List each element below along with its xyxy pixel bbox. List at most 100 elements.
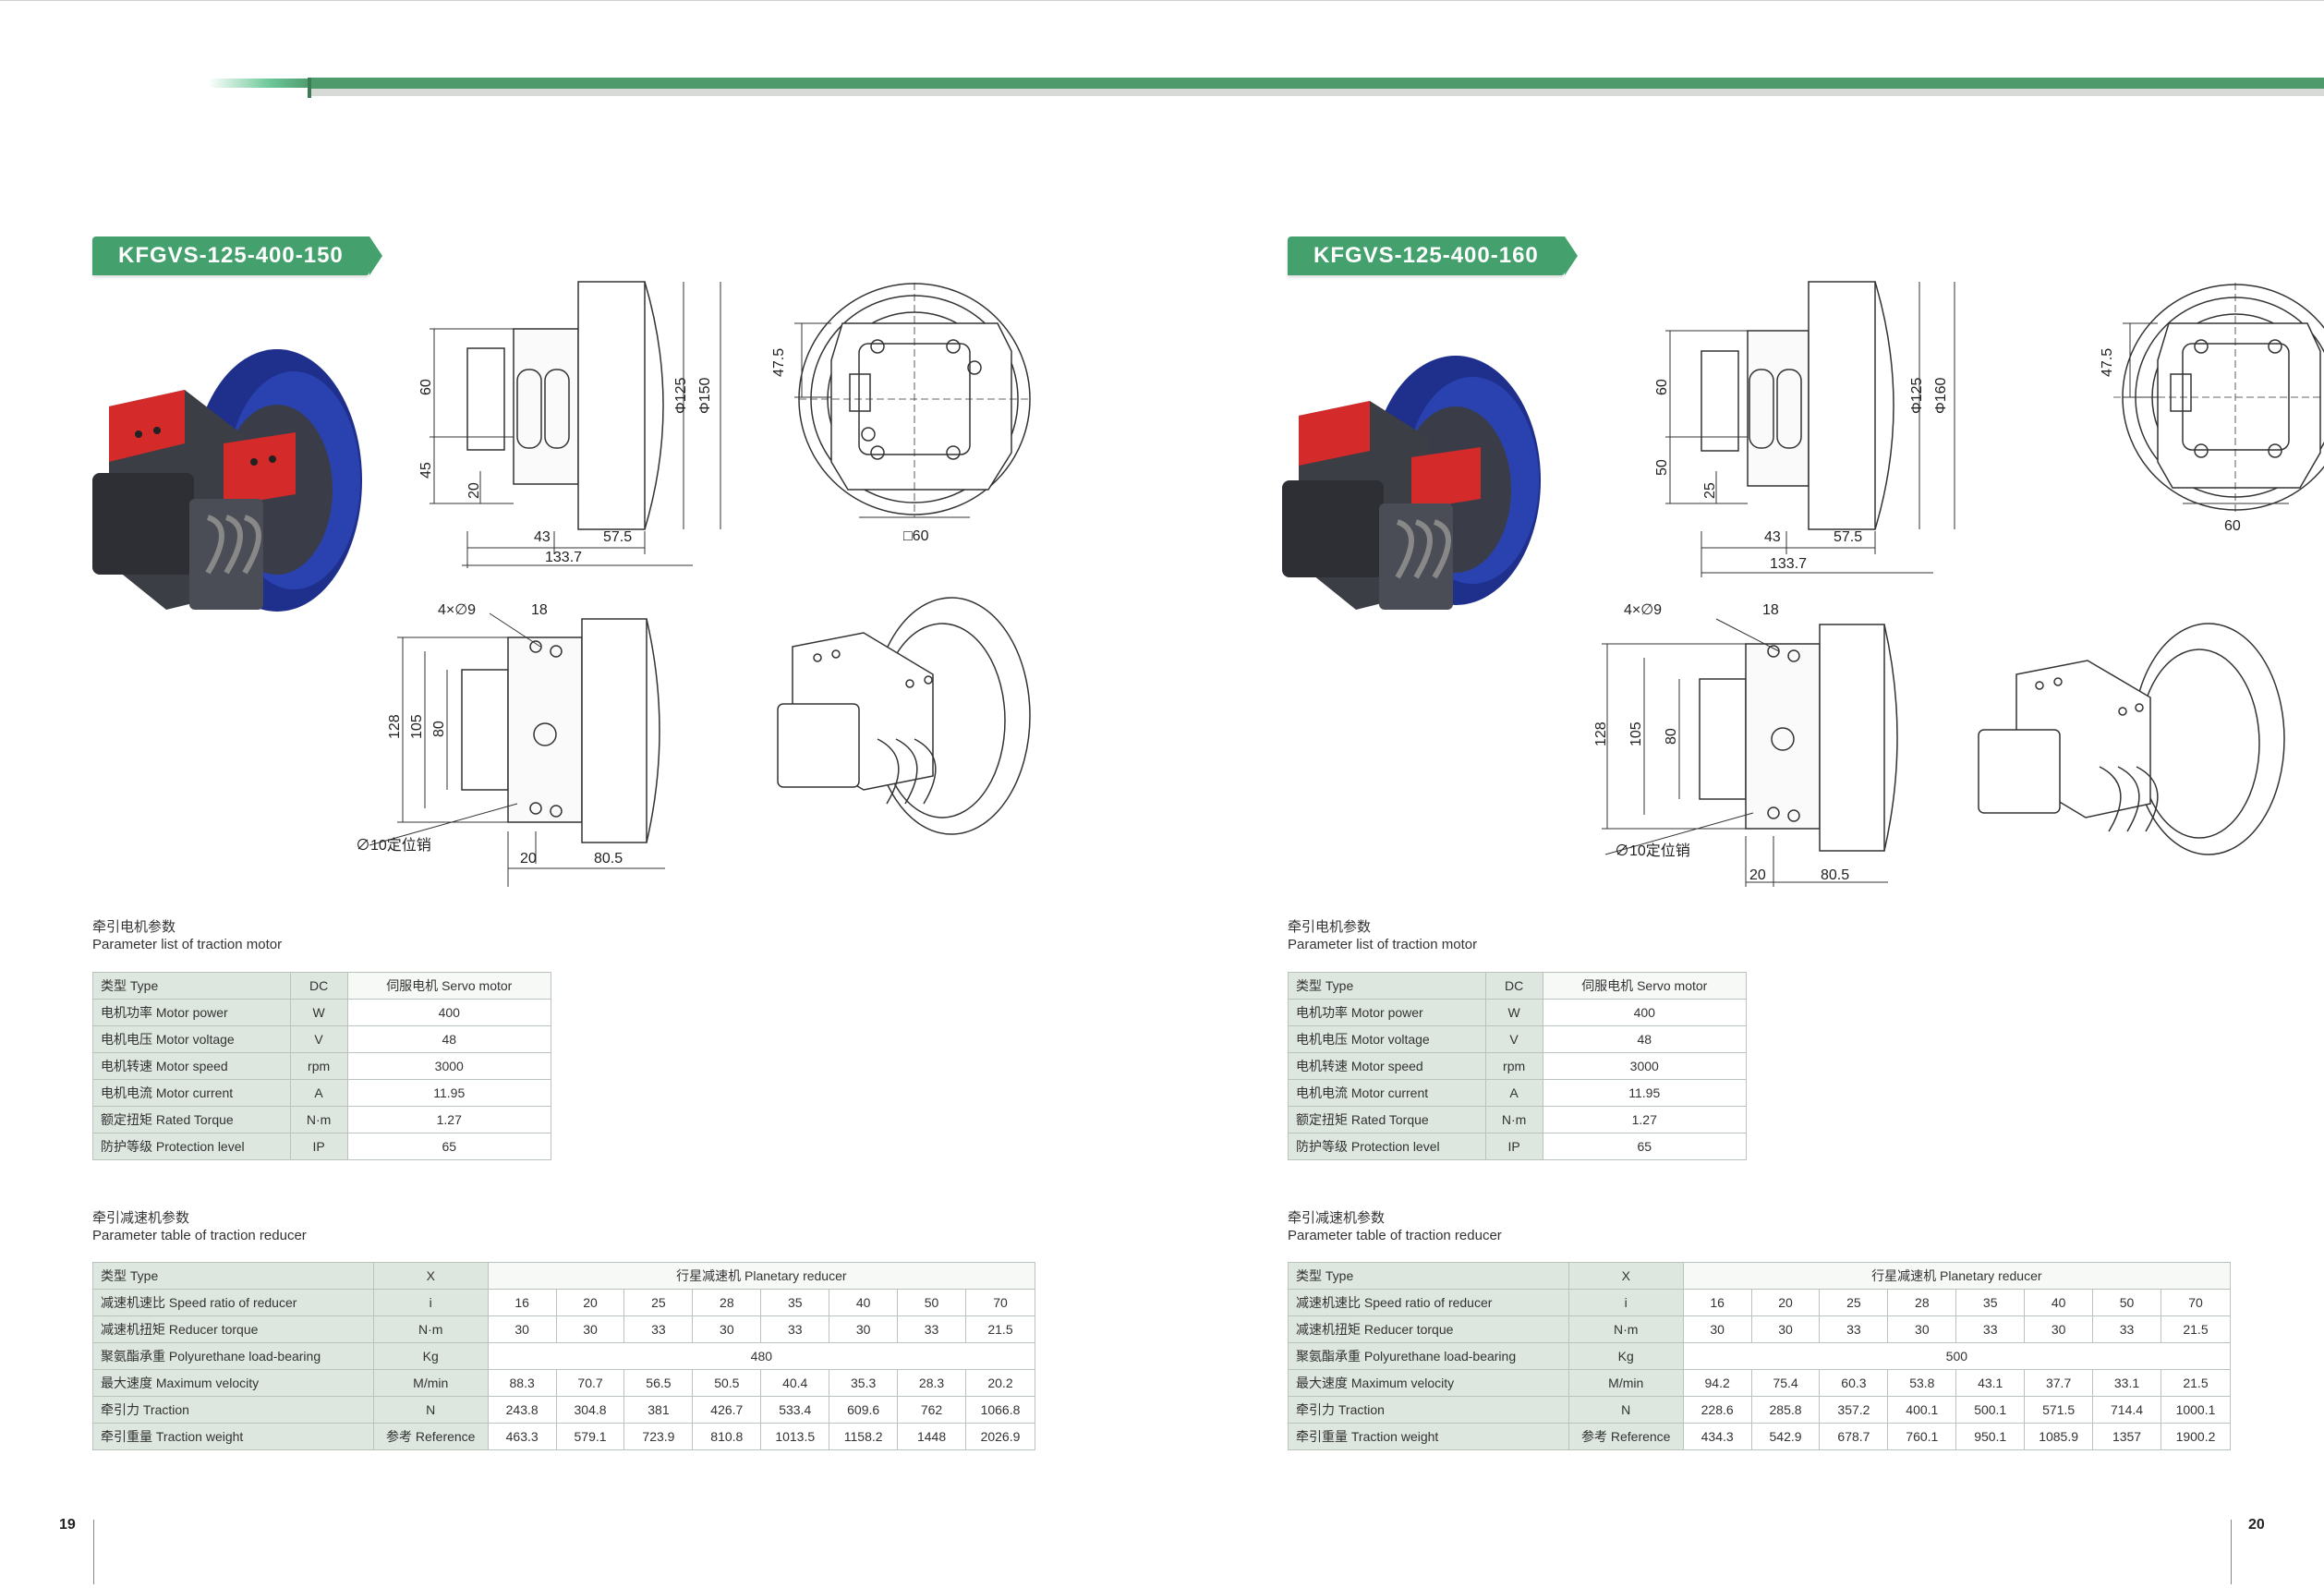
reducer-weight-row-value: 542.9 <box>1750 1423 1821 1450</box>
reducer-traction-row-value: 357.2 <box>1819 1396 1889 1424</box>
reducer-ratio-row-value: 35 <box>760 1289 830 1316</box>
reducer-ratio-row-value: 16 <box>1682 1289 1752 1316</box>
motor-param-unit: V <box>1484 1025 1543 1053</box>
reducer-type-row-label: 类型 Type <box>1288 1262 1569 1290</box>
dim-b20: 20 <box>520 851 537 867</box>
dim-b805: 80.5 <box>1821 867 1849 883</box>
page-right: KFGVS-125-400-160 <box>1162 0 2324 1588</box>
dim-w1337: 133.7 <box>545 550 582 565</box>
dim-d150: Φ150 <box>697 377 713 414</box>
reducer-velocity-row-value: 70.7 <box>555 1369 625 1397</box>
dim-w43: 43 <box>534 529 551 545</box>
motor-param-unit: IP <box>289 1133 348 1160</box>
reducer-type-row-unit: X <box>372 1262 489 1290</box>
reducer-weight-row-value: 1158.2 <box>829 1423 899 1450</box>
reducer-weight-row-value: 2026.9 <box>964 1423 1036 1450</box>
reducer-weight-row-value: 760.1 <box>1887 1423 1957 1450</box>
reducer-velocity-row-value: 33.1 <box>2092 1369 2161 1397</box>
reducer-type-row-label: 类型 Type <box>92 1262 374 1290</box>
dim-b20: 20 <box>1749 867 1766 883</box>
reducer-ratio-row-value: 20 <box>555 1289 625 1316</box>
reducer-ratio-row-value: 16 <box>487 1289 557 1316</box>
dim-holes: 4×∅9 <box>438 602 476 618</box>
reducer-traction-row-value: 400.1 <box>1887 1396 1957 1424</box>
reducer-traction-row-label: 牵引力 Traction <box>92 1396 374 1424</box>
reducer-ratio-row-value: 35 <box>1955 1289 2026 1316</box>
reducer-torque-row-value: 33 <box>1955 1315 2026 1343</box>
reducer-weight-row-unit: 参考 Reference <box>1567 1423 1684 1450</box>
reducer-torque-row-unit: N·m <box>1567 1315 1684 1343</box>
motor-param-label: 额定扭矩 Rated Torque <box>92 1106 291 1133</box>
motor-param-value: 3000 <box>1542 1052 1748 1080</box>
reducer-traction-row-unit: N <box>1567 1396 1684 1424</box>
reducer-torque-row-value: 30 <box>487 1315 557 1343</box>
reducer-weight-row-value: 1013.5 <box>760 1423 830 1450</box>
motor-param-unit: W <box>1484 999 1543 1026</box>
reducer-type-row-value: 行星减速机 Planetary reducer <box>487 1262 1036 1290</box>
isometric-view <box>1978 623 2285 855</box>
reducer-type-row-unit: X <box>1567 1262 1684 1290</box>
reducer-torque-row-value: 33 <box>897 1315 966 1343</box>
side-view-labels: 60 45 20 Φ125 Φ150 43 57.5 133.7 <box>418 377 713 565</box>
page-number: 20 <box>2248 1517 2265 1533</box>
reducer-weight-row-value: 463.3 <box>487 1423 557 1450</box>
dim-h50: 50 <box>1654 459 1670 476</box>
reducer-velocity-row-value: 20.2 <box>964 1369 1036 1397</box>
motor-param-label: 电机电压 Motor voltage <box>1288 1025 1486 1053</box>
reducer-traction-row-value: 285.8 <box>1750 1396 1821 1424</box>
reducer-weight-row-unit: 参考 Reference <box>372 1423 489 1450</box>
motor-param-label: 电机功率 Motor power <box>1288 999 1486 1026</box>
reducer-velocity-row-value: 43.1 <box>1955 1369 2026 1397</box>
reducer-velocity-row-label: 最大速度 Maximum velocity <box>92 1369 374 1397</box>
motor-param-value: 400 <box>1542 999 1748 1026</box>
reducer-ratio-row-value: 28 <box>1887 1289 1957 1316</box>
dim-w18: 18 <box>1762 602 1779 618</box>
front-view <box>2113 283 2324 513</box>
reducer-traction-row-label: 牵引力 Traction <box>1288 1396 1569 1424</box>
reducer-traction-row-value: 1000.1 <box>2160 1396 2232 1424</box>
dim-w575: 57.5 <box>1834 529 1862 545</box>
motor-param-value: 11.95 <box>346 1079 552 1107</box>
motor-param-value: 伺服电机 Servo motor <box>346 972 552 1000</box>
motor-param-value: 48 <box>1542 1025 1748 1053</box>
top-view <box>369 612 665 887</box>
reducer-torque-row-value: 21.5 <box>964 1315 1036 1343</box>
reducer-velocity-row-value: 94.2 <box>1682 1369 1752 1397</box>
motor-param-value: 65 <box>1542 1133 1748 1160</box>
reducer-title-cn: 牵引减速机参数 <box>92 1210 190 1226</box>
reducer-torque-row-value: 33 <box>760 1315 830 1343</box>
dim-d125: Φ125 <box>673 377 689 414</box>
reducer-weight-row-value: 810.8 <box>692 1423 762 1450</box>
motor-param-unit: N·m <box>289 1106 348 1133</box>
reducer-traction-row-value: 381 <box>623 1396 694 1424</box>
dim-v105: 105 <box>1628 721 1644 746</box>
front-view <box>794 283 1031 518</box>
motor-param-unit: N·m <box>1484 1106 1543 1133</box>
reducer-traction-row-value: 500.1 <box>1955 1396 2026 1424</box>
reducer-velocity-row-value: 56.5 <box>623 1369 694 1397</box>
motor-title-cn: 牵引电机参数 <box>92 919 176 935</box>
dim-h60: 60 <box>1654 379 1670 395</box>
reducer-traction-row-value: 228.6 <box>1682 1396 1752 1424</box>
reducer-weight-row-label: 牵引重量 Traction weight <box>92 1423 374 1450</box>
reducer-traction-row-value: 609.6 <box>829 1396 899 1424</box>
reducer-velocity-row-unit: M/min <box>372 1369 489 1397</box>
dim-sq60: □60 <box>903 528 929 544</box>
motor-param-label: 电机电流 Motor current <box>92 1079 291 1107</box>
reducer-ratio-row-value: 25 <box>1819 1289 1889 1316</box>
motor-param-unit: A <box>289 1079 348 1107</box>
reducer-ratio-row-value: 70 <box>2160 1289 2232 1316</box>
technical-drawing: 60 50 25 Φ125 Φ160 43 57.5 133.7 <box>1282 281 2324 887</box>
reducer-velocity-row-value: 88.3 <box>487 1369 557 1397</box>
model-badge: KFGVS-125-400-160 <box>1288 236 1578 275</box>
reducer-torque-row-value: 30 <box>2024 1315 2094 1343</box>
motor-param-label: 电机电流 Motor current <box>1288 1079 1486 1107</box>
